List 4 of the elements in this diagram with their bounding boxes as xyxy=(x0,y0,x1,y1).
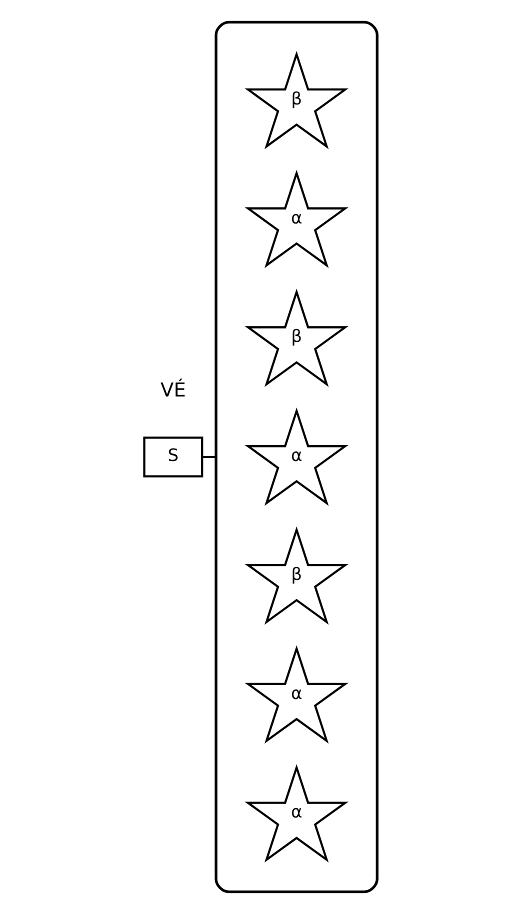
connector xyxy=(202,456,216,458)
cluster xyxy=(214,20,378,894)
node-box: S xyxy=(142,436,203,478)
label: VÉ xyxy=(160,378,186,402)
